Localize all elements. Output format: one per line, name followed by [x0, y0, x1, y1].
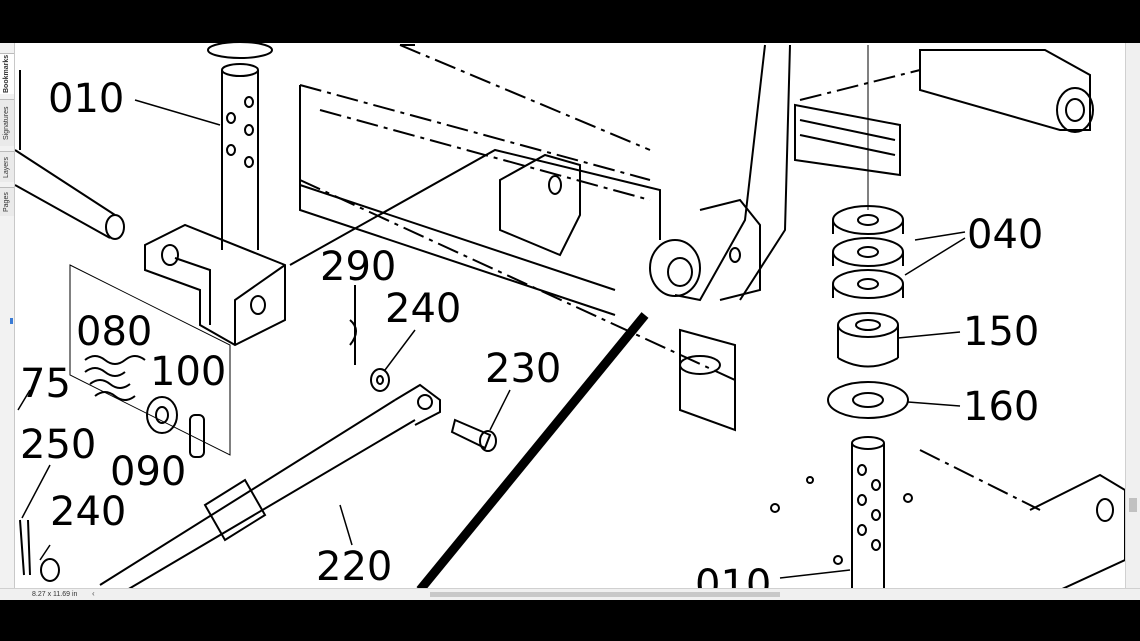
label-240-bottom: 240 — [50, 489, 126, 535]
label-090: 090 — [110, 449, 186, 495]
tab-signatures[interactable]: Signatures — [0, 99, 14, 146]
vertical-scrollbar[interactable] — [1125, 43, 1140, 588]
status-bar: 8.27 x 11.69 in ‹ — [0, 588, 1140, 600]
label-240-top: 240 — [385, 286, 461, 332]
label-010-top: 010 — [48, 76, 124, 122]
horizontal-scroll-thumb[interactable] — [430, 592, 780, 597]
tab-layers[interactable]: Layers — [0, 151, 14, 182]
panel-resize-handle[interactable] — [10, 318, 13, 324]
label-230: 230 — [485, 346, 561, 392]
label-010-bottom: 010 — [695, 562, 771, 588]
label-160: 160 — [963, 384, 1039, 430]
cable-shape — [416, 312, 649, 588]
label-250: 250 — [20, 422, 96, 468]
tab-bookmarks[interactable]: Bookmarks — [0, 53, 14, 94]
scroll-left-icon[interactable]: ‹ — [92, 589, 95, 598]
parts-diagram: 010 040 150 160 290 240 080 100 75 230 2… — [15, 43, 1125, 588]
label-75: 75 — [20, 361, 71, 407]
tab-pages[interactable]: Pages — [0, 187, 14, 216]
vertical-scroll-thumb[interactable] — [1129, 498, 1137, 512]
document-page: 010 040 150 160 290 240 080 100 75 230 2… — [15, 43, 1125, 588]
page-size-indicator: 8.27 x 11.69 in — [32, 591, 78, 598]
label-290: 290 — [320, 244, 396, 290]
label-080: 080 — [76, 309, 152, 355]
label-150: 150 — [963, 309, 1039, 355]
washer-top-shape — [207, 43, 273, 59]
pdf-viewer: Bookmarks Signatures Layers Pages — [0, 43, 1140, 600]
label-220: 220 — [316, 544, 392, 588]
navigation-side-panel: Bookmarks Signatures Layers Pages — [0, 43, 15, 599]
label-100: 100 — [150, 349, 226, 395]
label-040: 040 — [967, 212, 1043, 258]
